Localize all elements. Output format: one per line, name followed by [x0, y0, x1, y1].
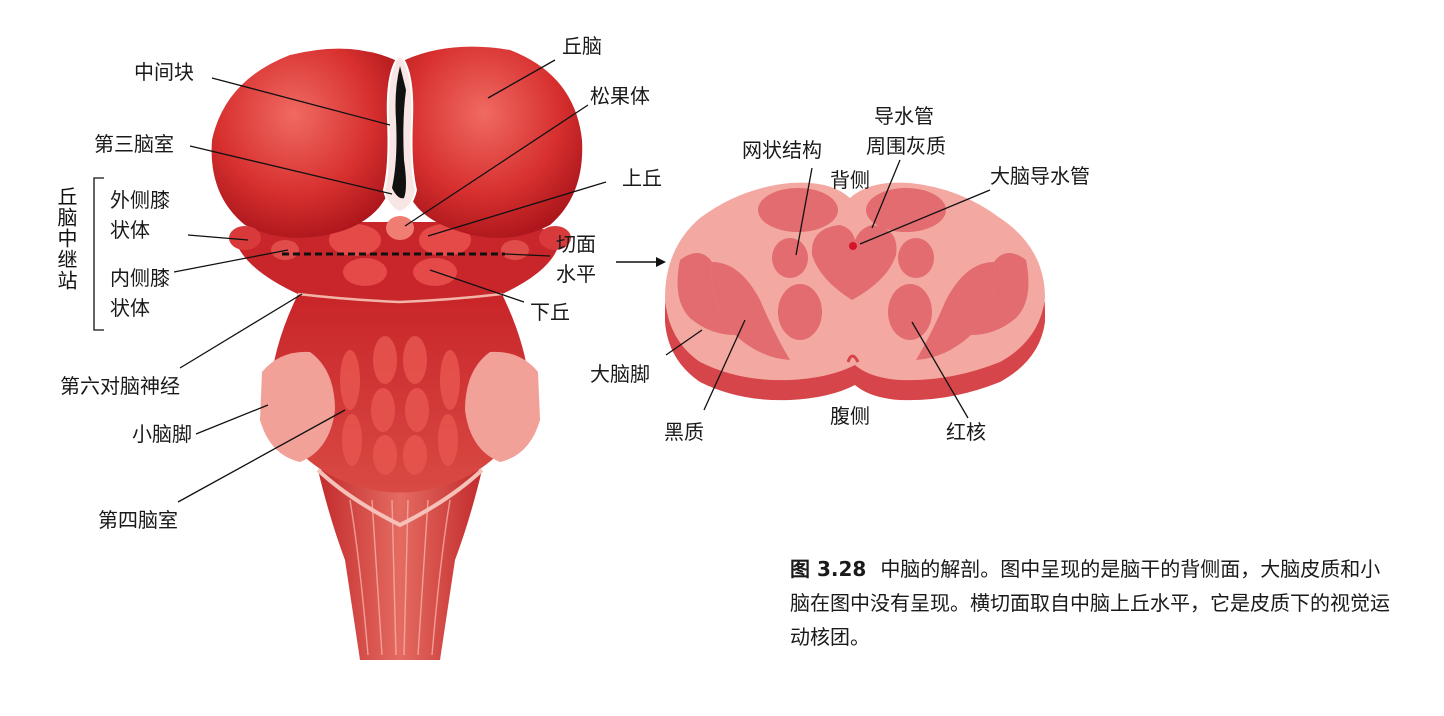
periaqueductal-gray	[811, 225, 897, 300]
leader-lines	[173, 59, 991, 503]
fourth-ventricle-rim	[316, 468, 484, 528]
label-thalamic-relay: 丘脑中继站	[54, 186, 78, 291]
brainstem-drawing	[211, 46, 583, 660]
pons	[270, 290, 530, 493]
label-ventral: 腹侧	[830, 404, 870, 428]
label-massa-intermedia: 中间块	[134, 60, 194, 84]
right-thalamus	[403, 46, 583, 238]
label-dorsal: 背侧	[830, 168, 870, 192]
label-fourth-ventricle: 第四脑室	[98, 508, 178, 532]
label-inferior-colliculus: 下丘	[530, 300, 570, 324]
label-medial-geniculate-2: 状体	[110, 296, 150, 320]
label-cn6: 第六对脑神经	[60, 374, 180, 398]
cn6-nerve	[297, 292, 503, 304]
label-cerebral-peduncle: 大脑脚	[590, 362, 650, 386]
aqueduct	[849, 242, 857, 250]
label-cerebral-aqueduct: 大脑导水管	[990, 164, 1090, 188]
label-cut-plane-2: 水平	[556, 262, 596, 286]
relay-bracket	[93, 177, 104, 331]
left-cerebellar-peduncle	[260, 351, 335, 462]
label-pag-2: 周围灰质	[866, 134, 946, 158]
label-medial-geniculate-1: 内侧膝	[110, 266, 170, 290]
label-lateral-geniculate-1: 外侧膝	[110, 188, 170, 212]
medulla	[318, 470, 482, 660]
label-third-ventricle: 第三脑室	[94, 132, 174, 156]
right-cerebellar-peduncle	[465, 351, 540, 462]
pineal-gland	[386, 216, 414, 240]
label-substantia-nigra: 黑质	[664, 420, 704, 444]
label-lateral-geniculate-2: 状体	[110, 218, 150, 242]
label-red-nucleus: 红核	[946, 420, 986, 444]
figure-number: 图 3.28	[790, 557, 867, 581]
label-thalamus: 丘脑	[562, 34, 602, 58]
label-cerebellar-peduncle: 小脑脚	[132, 422, 192, 446]
label-superior-colliculus: 上丘	[622, 166, 662, 190]
midbrain-cross-section	[665, 182, 1045, 401]
section-arrow	[616, 257, 666, 267]
left-thalamus	[211, 48, 395, 238]
caption-text: 中脑的解剖。图中呈现的是脑干的背侧面，大脑皮质和小脑在图中没有呈现。横切面取自中…	[790, 557, 1390, 649]
label-pineal: 松果体	[590, 84, 650, 108]
label-reticular-formation: 网状结构	[742, 138, 822, 162]
label-cut-plane-1: 切面	[556, 232, 596, 256]
label-pag-1: 导水管	[874, 104, 934, 128]
